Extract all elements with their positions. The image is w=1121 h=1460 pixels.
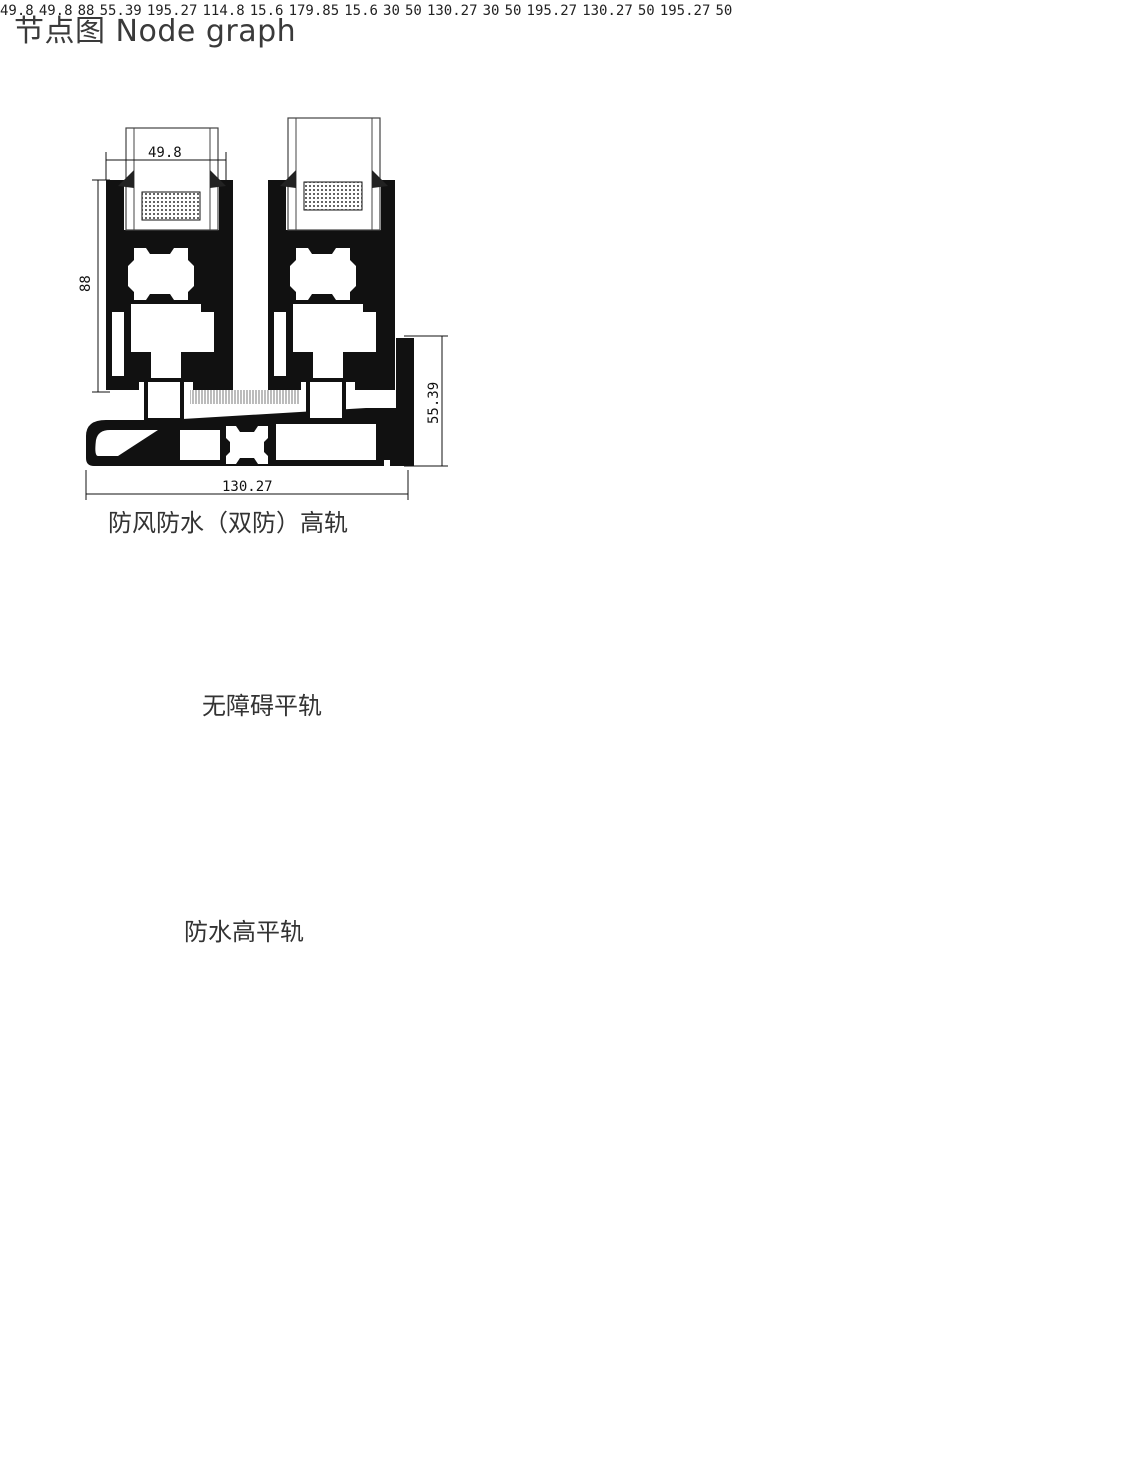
high-track-right-glass-width-a: 49.8 (0, 3, 34, 19)
high-track-left-height: 88 (78, 275, 94, 292)
high-flat-track-right-inner-height: 30 (482, 3, 500, 19)
high-flat-track-left-outer-height: 50 (405, 3, 422, 19)
flat-track-left-width: 114.8 (202, 3, 245, 19)
side-section-right-height: 195.27 (659, 3, 711, 19)
page-title: 节点图 Node graph (14, 14, 297, 49)
high-track-right-height: 88 (77, 3, 95, 19)
high-flat-track-right-width: 195.27 (526, 3, 578, 19)
high-track-left-glass-width: 49.8 (148, 145, 182, 161)
high-track-left-side-height: 55.39 (426, 382, 442, 424)
high-flat-track-left-width: 130.27 (426, 3, 478, 19)
high-track-left-width: 130.27 (222, 479, 273, 495)
side-section-left-height: 130.27 (582, 3, 633, 19)
caption-high-track: 防风防水（双防）高轨 (108, 509, 348, 537)
flat-track-left-height: 15.6 (249, 3, 284, 19)
side-section-right-width: 50 (715, 3, 733, 19)
high-track-left-dimensions (85, 152, 448, 500)
flat-track-right-height: 15.6 (344, 3, 378, 19)
side-section-left-width: 50 (637, 3, 655, 19)
high-track-right-width: 195.27 (146, 3, 198, 19)
caption-flat-track: 无障碍平轨 (202, 692, 322, 720)
high-track-right-side-height: 55.39 (99, 3, 142, 19)
caption-high-flat-track: 防水高平轨 (184, 918, 304, 946)
high-flat-track-right-outer-height: 50 (504, 3, 522, 19)
high-track-left-profile (86, 117, 414, 466)
high-flat-track-left-inner-height: 30 (383, 3, 400, 19)
high-track-right-glass-width-b: 49.8 (38, 3, 73, 19)
flat-track-right-width: 179.85 (288, 3, 340, 19)
